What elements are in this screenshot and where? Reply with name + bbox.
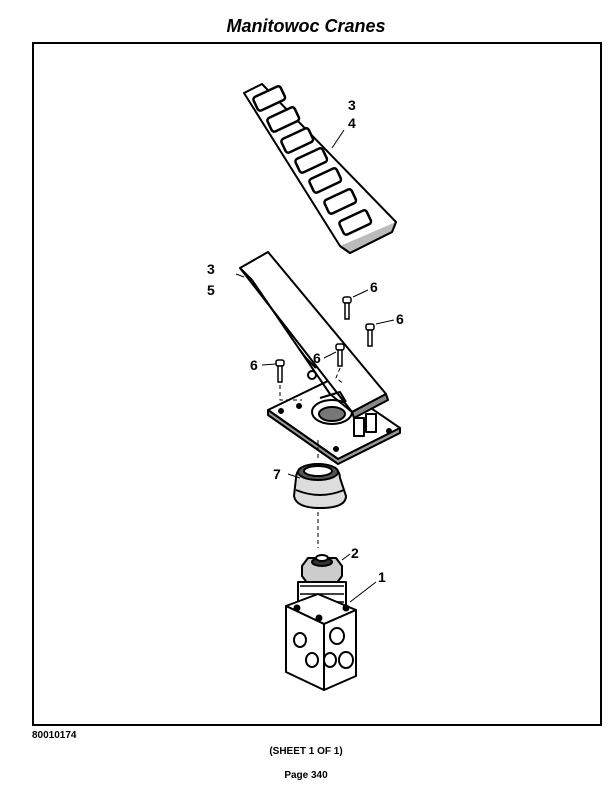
callout-6-c: 6 [313,350,321,366]
cap-screw-a [342,296,352,320]
callout-3-pad: 3 [348,97,356,113]
callout-7: 7 [273,466,281,482]
callout-2: 2 [351,545,359,561]
leader-line [375,319,395,325]
page-title: Manitowoc Cranes [226,16,386,36]
pedal-treadle [239,251,389,419]
hex-nut [301,554,343,585]
cap-screw-c [335,343,345,367]
leader-line [235,273,245,278]
leader-line [352,289,369,298]
valve-body [285,581,357,691]
foot-pad [243,83,397,254]
cap-screw-d [275,359,285,383]
callout-6-d: 6 [250,357,258,373]
sheet-label: (SHEET 1 OF 1) [269,746,343,757]
drawing-number: 80010174 [32,730,77,741]
callout-4-pad: 4 [348,115,356,131]
page-number: Page 340 [284,770,328,781]
callout-6-a: 6 [370,279,378,295]
leader-line [261,363,277,366]
rubber-boot [293,463,347,509]
cap-screw-b [365,323,375,347]
callout-3-pedal: 3 [207,261,215,277]
leader-line [323,351,337,359]
leader-line [287,473,301,479]
alignment-lines [279,367,345,548]
leader-line [341,553,351,561]
callout-5-pedal: 5 [207,282,215,298]
callout-6-b: 6 [396,311,404,327]
leader-line [349,581,377,603]
callout-1: 1 [378,569,386,585]
diagram-frame [32,42,602,726]
leader-line [331,129,345,149]
